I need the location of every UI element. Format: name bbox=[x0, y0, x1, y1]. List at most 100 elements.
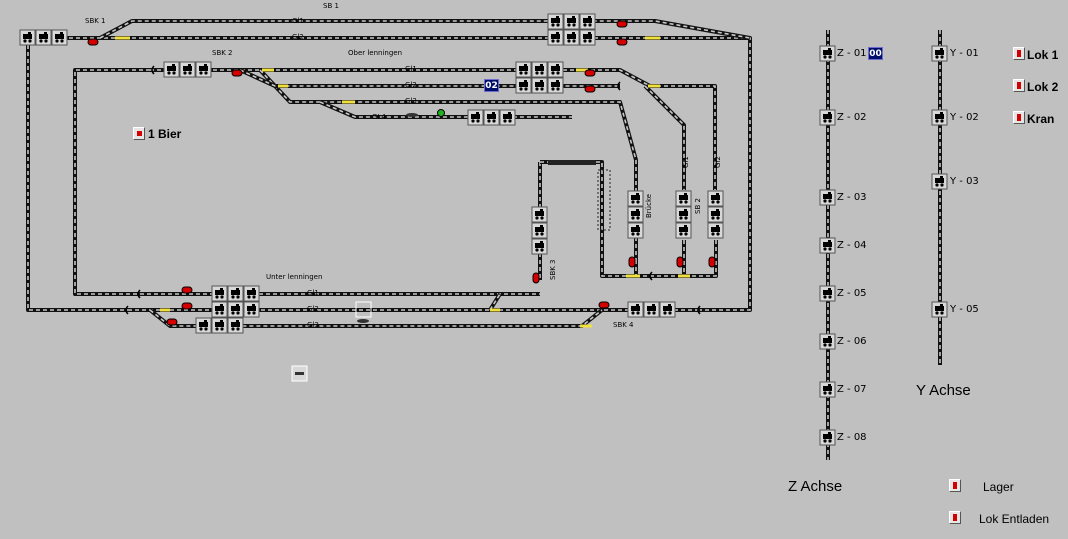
signal-sb1-gl1[interactable] bbox=[616, 20, 628, 28]
sbk1-loco-icon[interactable] bbox=[51, 29, 68, 46]
z-position-05: Z - 05 bbox=[837, 288, 867, 299]
signal-green-icon[interactable] bbox=[437, 109, 445, 117]
track-outer-gl2-ties bbox=[20, 37, 751, 311]
label-sb2-gl2: Gl2 bbox=[714, 156, 722, 168]
signal-sbk3[interactable] bbox=[532, 272, 540, 284]
ober-gl4-loco-icon[interactable] bbox=[467, 109, 484, 126]
unter-gl2-loco-icon[interactable] bbox=[211, 301, 228, 318]
ober-gl4-loco-icon[interactable] bbox=[483, 109, 500, 126]
signal-sbk4[interactable] bbox=[598, 301, 610, 309]
signal-unter-gl2[interactable] bbox=[181, 302, 193, 310]
ober-gl1-loco-icon[interactable] bbox=[531, 61, 548, 78]
sbk2-loco-icon[interactable] bbox=[179, 61, 196, 78]
track-sb1-gl1 bbox=[99, 19, 751, 40]
z-slot-loco-icon[interactable] bbox=[819, 45, 836, 62]
z-slot-loco-icon[interactable] bbox=[819, 429, 836, 446]
z-slot-loco-icon[interactable] bbox=[819, 237, 836, 254]
signal-ober-gl2[interactable] bbox=[584, 85, 596, 93]
signal-sb2-gl2[interactable] bbox=[708, 256, 716, 268]
lok2-button[interactable] bbox=[1013, 79, 1025, 92]
selection-frame[interactable] bbox=[355, 301, 372, 318]
y-slot-loco-icon[interactable] bbox=[931, 45, 948, 62]
lok2-label: Lok 2 bbox=[1027, 80, 1059, 94]
lok1-button[interactable] bbox=[1013, 47, 1025, 60]
bier-button[interactable] bbox=[133, 127, 145, 140]
ober-gl2-loco-icon[interactable] bbox=[531, 77, 548, 94]
bruecke-loco-icon[interactable] bbox=[627, 222, 644, 239]
unter-gl1-loco-icon[interactable] bbox=[227, 285, 244, 302]
sb1-gl2-loco-icon[interactable] bbox=[563, 29, 580, 46]
sb1-gl1-loco-icon[interactable] bbox=[563, 13, 580, 30]
sbk4-loco-icon[interactable] bbox=[627, 301, 644, 318]
ober-gl1-loco-icon[interactable] bbox=[547, 61, 564, 78]
signal-unter-gl1[interactable] bbox=[181, 286, 193, 294]
label-ober-gl3: Gl3 bbox=[405, 97, 417, 105]
unter-gl3-loco-icon[interactable] bbox=[227, 317, 244, 334]
z-slot-loco-icon[interactable] bbox=[819, 189, 836, 206]
ober-gl4-loco-icon[interactable] bbox=[499, 109, 516, 126]
signal-sb1-gl2[interactable] bbox=[616, 38, 628, 46]
y-slot-loco-icon[interactable] bbox=[931, 173, 948, 190]
ober-gl2-loco-icon[interactable] bbox=[515, 77, 532, 94]
signal-unter-gl3[interactable] bbox=[166, 318, 178, 326]
sb2-gl2-loco-icon[interactable] bbox=[707, 206, 724, 223]
sbk2-loco-icon[interactable] bbox=[195, 61, 212, 78]
z-slot-loco-icon[interactable] bbox=[819, 285, 836, 302]
signal-ober-gl1[interactable] bbox=[584, 69, 596, 77]
unter-gl3-loco-icon[interactable] bbox=[195, 317, 212, 334]
signal-bruecke[interactable] bbox=[628, 256, 636, 268]
track-ober-gl4-ties bbox=[319, 101, 572, 118]
ober-gl2-loco-icon[interactable] bbox=[547, 77, 564, 94]
label-unter-gl2: Gl2 bbox=[307, 305, 319, 313]
sbk2-loco-icon[interactable] bbox=[163, 61, 180, 78]
signal-sbk2[interactable] bbox=[231, 69, 243, 77]
sb2-gl2-loco-icon[interactable] bbox=[707, 222, 724, 239]
z-slot-loco-icon[interactable] bbox=[819, 381, 836, 398]
sbk4-loco-icon[interactable] bbox=[643, 301, 660, 318]
label-bruecke: Brücke bbox=[645, 193, 653, 218]
label-sbk2: SBK 2 bbox=[212, 49, 233, 57]
kran-button[interactable] bbox=[1013, 111, 1025, 124]
track-crossover-ties bbox=[489, 293, 501, 311]
sbk1-loco-icon[interactable] bbox=[19, 29, 36, 46]
sb2-gl1-loco-icon[interactable] bbox=[675, 190, 692, 207]
sb1-gl2-loco-icon[interactable] bbox=[547, 29, 564, 46]
bruecke-loco-icon[interactable] bbox=[627, 206, 644, 223]
z-slot-loco-icon[interactable] bbox=[819, 333, 836, 350]
sb2-gl1-loco-icon[interactable] bbox=[675, 206, 692, 223]
signal-sbk1[interactable] bbox=[87, 38, 99, 46]
sbk3-loco-icon[interactable] bbox=[531, 222, 548, 239]
unter-gl2-loco-icon[interactable] bbox=[243, 301, 260, 318]
signal-sb2-gl1[interactable] bbox=[676, 256, 684, 268]
track-sb2-gl1-link-ties bbox=[644, 85, 685, 190]
bier-label: 1 Bier bbox=[148, 127, 182, 141]
unter-gl1-loco-icon[interactable] bbox=[211, 285, 228, 302]
sbk3-loco-icon[interactable] bbox=[531, 238, 548, 255]
buffer-stop-icon bbox=[125, 305, 129, 315]
y-slot-loco-icon[interactable] bbox=[931, 109, 948, 126]
track-ober-gl2-ties bbox=[239, 69, 620, 87]
unter-gl1-loco-icon[interactable] bbox=[243, 285, 260, 302]
unter-gl2-loco-icon[interactable] bbox=[227, 301, 244, 318]
sb1-gl1-loco-icon[interactable] bbox=[547, 13, 564, 30]
sbk3-loco-icon[interactable] bbox=[531, 206, 548, 223]
label-unter-gl1: Gl1 bbox=[307, 289, 319, 297]
sb2-gl1-loco-icon[interactable] bbox=[675, 222, 692, 239]
sbk1-loco-icon[interactable] bbox=[35, 29, 52, 46]
lok-entladen-button[interactable] bbox=[949, 511, 961, 524]
z-slot-loco-icon[interactable] bbox=[819, 109, 836, 126]
lager-button[interactable] bbox=[949, 479, 961, 492]
bruecke-loco-icon[interactable] bbox=[627, 190, 644, 207]
ober-gl1-loco-icon[interactable] bbox=[515, 61, 532, 78]
sb1-gl2-loco-icon[interactable] bbox=[579, 29, 596, 46]
sb1-gl1-loco-icon[interactable] bbox=[579, 13, 596, 30]
kran-label: Kran bbox=[1027, 112, 1055, 126]
sbk4-loco-icon[interactable] bbox=[659, 301, 676, 318]
y-slot-loco-icon[interactable] bbox=[931, 301, 948, 318]
sb2-gl2-loco-icon[interactable] bbox=[707, 190, 724, 207]
track-bridge-loop-ties bbox=[540, 161, 717, 277]
unter-gl3-loco-icon[interactable] bbox=[211, 317, 228, 334]
track-sb1-gl1-ties bbox=[99, 20, 751, 39]
bridge-railing bbox=[597, 169, 611, 231]
z-position-06: Z - 06 bbox=[837, 336, 867, 347]
